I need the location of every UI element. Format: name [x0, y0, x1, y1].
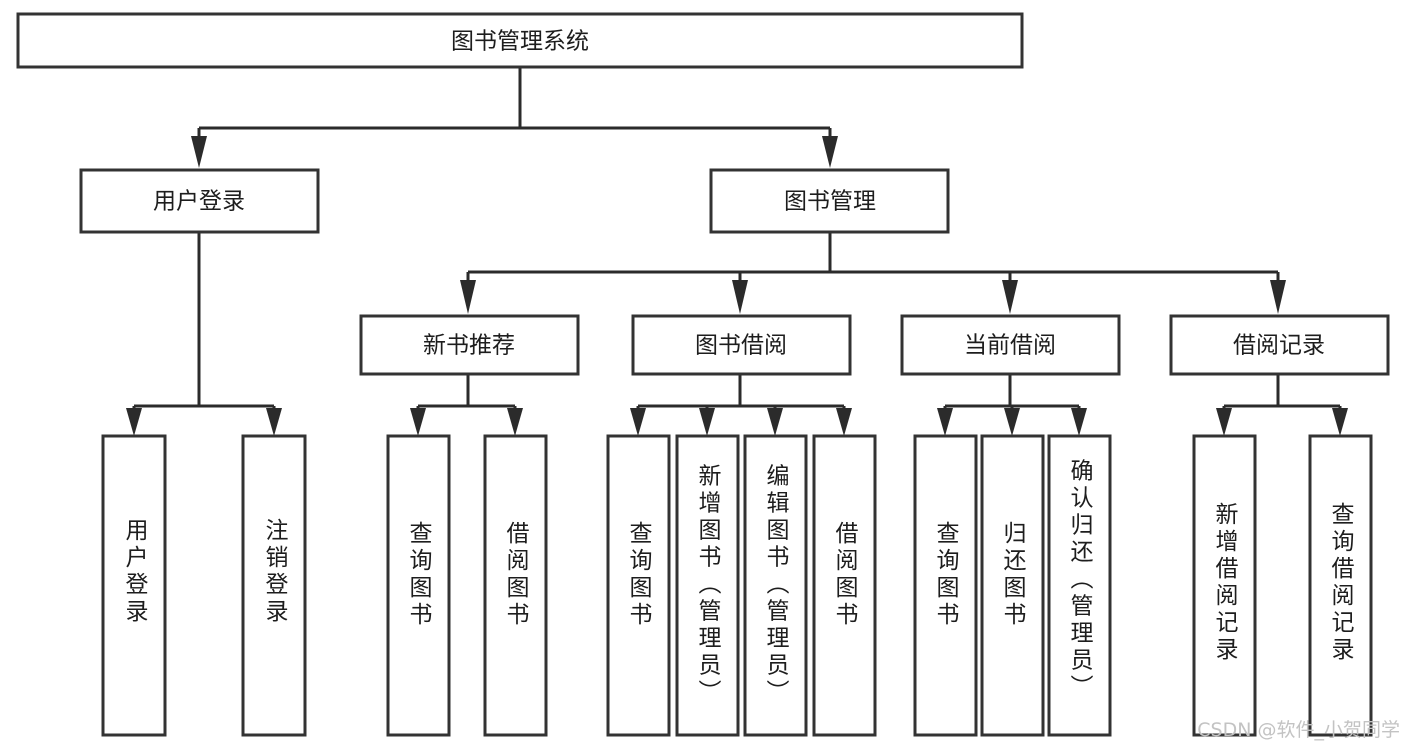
arrow-br-to-query-record: [1332, 408, 1348, 436]
node-leaf-user-logout-box[interactable]: [241, 434, 307, 737]
node-leaf-user-login[interactable]: 用户登录: [101, 434, 167, 737]
arrow-cb-to-return-book: [1004, 408, 1020, 436]
connector-group-new-book-recommend: [410, 374, 523, 436]
node-book-borrow[interactable]: 图书借阅: [631, 314, 852, 376]
arrow-ul-to-user-logout-leaf: [266, 408, 282, 436]
node-leaf-query-book-2-label: 查询图书: [625, 521, 653, 629]
node-current-borrow-label: 当前借阅: [964, 333, 1056, 359]
node-borrow-record[interactable]: 借阅记录: [1169, 314, 1390, 376]
node-leaf-edit-book[interactable]: 编辑图书（管理员）: [743, 434, 808, 737]
arrow-root-to-book-manage: [822, 136, 838, 168]
node-leaf-add-book-label: 新增图书（管理员）: [694, 464, 722, 707]
node-leaf-add-book[interactable]: 新增图书（管理员）: [675, 434, 740, 737]
node-leaf-borrow-book-2[interactable]: 借阅图书: [812, 434, 877, 737]
node-leaf-borrow-book-1[interactable]: 借阅图书: [483, 434, 548, 737]
node-new-book-recommend[interactable]: 新书推荐: [359, 314, 580, 376]
node-root[interactable]: 图书管理系统: [16, 12, 1024, 69]
node-user-login-box[interactable]: [79, 168, 320, 234]
node-leaf-borrow-book-1-label: 借阅图书: [502, 521, 530, 629]
node-leaf-add-book-box[interactable]: [675, 434, 740, 737]
node-leaf-user-logout-label: 注销登录: [261, 518, 289, 626]
node-leaf-edit-book-label: 编辑图书（管理员）: [762, 464, 790, 707]
node-book-manage-box[interactable]: [709, 168, 950, 234]
node-leaf-query-record-label: 查询借阅记录: [1327, 502, 1355, 664]
node-book-borrow-box[interactable]: [631, 314, 852, 376]
node-leaf-query-book-2[interactable]: 查询图书: [606, 434, 671, 737]
node-leaf-query-book-1-box[interactable]: [386, 434, 451, 737]
connector-group-borrow-record: [1216, 374, 1348, 436]
node-current-borrow[interactable]: 当前借阅: [900, 314, 1121, 376]
node-leaf-query-book-3-label: 查询图书: [932, 521, 960, 629]
node-new-book-recommend-box[interactable]: [359, 314, 580, 376]
connector-group-current-borrow: [937, 374, 1087, 436]
node-leaf-user-login-box[interactable]: [101, 434, 167, 737]
node-root-label: 图书管理系统: [451, 29, 589, 55]
node-leaf-query-book-1-label: 查询图书: [405, 521, 433, 629]
node-leaf-return-book-box[interactable]: [980, 434, 1045, 737]
node-user-login[interactable]: 用户登录: [79, 168, 320, 234]
arrow-br-to-add-record: [1216, 408, 1232, 436]
node-leaf-add-record-box[interactable]: [1192, 434, 1257, 737]
connector-group-user-login: [126, 232, 282, 436]
node-book-manage-label: 图书管理: [784, 189, 876, 215]
csdn-watermark: CSDN @软件_小贺同学: [1197, 719, 1400, 741]
arrow-bb-to-edit-book: [767, 408, 783, 436]
node-leaf-edit-book-box[interactable]: [743, 434, 808, 737]
arrow-nb-to-query-book: [410, 408, 426, 436]
node-user-login-label: 用户登录: [153, 189, 245, 215]
node-leaf-query-book-2-box[interactable]: [606, 434, 671, 737]
node-current-borrow-box[interactable]: [900, 314, 1121, 376]
node-book-borrow-label: 图书借阅: [695, 333, 787, 359]
node-leaf-return-book-label: 归还图书: [999, 521, 1027, 629]
arrow-bb-to-borrow-book: [836, 408, 852, 436]
node-leaf-query-record[interactable]: 查询借阅记录: [1308, 434, 1373, 737]
node-leaf-confirm-return[interactable]: 确认归还（管理员）: [1047, 434, 1112, 737]
node-leaf-query-record-box[interactable]: [1308, 434, 1373, 737]
arrow-bm-to-current-borrow: [1002, 280, 1018, 314]
node-leaf-query-book-3[interactable]: 查询图书: [913, 434, 978, 737]
node-root-box[interactable]: [16, 12, 1024, 69]
arrow-root-to-user-login: [191, 136, 207, 168]
node-leaf-borrow-book-2-box[interactable]: [812, 434, 877, 737]
arrow-bb-to-query-book: [630, 408, 646, 436]
arrow-cb-to-confirm-return: [1071, 408, 1087, 436]
arrow-nb-to-borrow-book: [507, 408, 523, 436]
node-book-manage[interactable]: 图书管理: [709, 168, 950, 234]
node-leaf-confirm-return-box[interactable]: [1047, 434, 1112, 737]
node-borrow-record-box[interactable]: [1169, 314, 1390, 376]
node-leaf-user-login-label: 用户登录: [121, 518, 149, 626]
node-leaf-user-logout[interactable]: 注销登录: [241, 434, 307, 737]
node-leaf-confirm-return-label: 确认归还（管理员）: [1066, 459, 1094, 702]
node-leaf-add-record[interactable]: 新增借阅记录: [1192, 434, 1257, 737]
node-leaf-return-book[interactable]: 归还图书: [980, 434, 1045, 737]
arrow-bm-to-new-book-recommend: [460, 280, 476, 314]
arrow-bm-to-borrow-record: [1270, 280, 1286, 314]
node-leaf-borrow-book-2-label: 借阅图书: [831, 521, 859, 629]
connector-group-book-borrow: [630, 374, 852, 436]
arrow-bm-to-book-borrow: [732, 280, 748, 314]
node-new-book-recommend-label: 新书推荐: [423, 333, 515, 359]
node-borrow-record-label: 借阅记录: [1233, 333, 1325, 359]
arrow-cb-to-query-book: [937, 408, 953, 436]
arrow-ul-to-user-login-leaf: [126, 408, 142, 436]
connector-group-root: [191, 67, 838, 168]
node-leaf-add-record-label: 新增借阅记录: [1211, 502, 1239, 664]
node-leaf-borrow-book-1-box[interactable]: [483, 434, 548, 737]
arrow-bb-to-add-book: [699, 408, 715, 436]
node-leaf-query-book-1[interactable]: 查询图书: [386, 434, 451, 737]
connector-group-book-manage: [460, 232, 1286, 314]
node-leaf-query-book-3-box[interactable]: [913, 434, 978, 737]
